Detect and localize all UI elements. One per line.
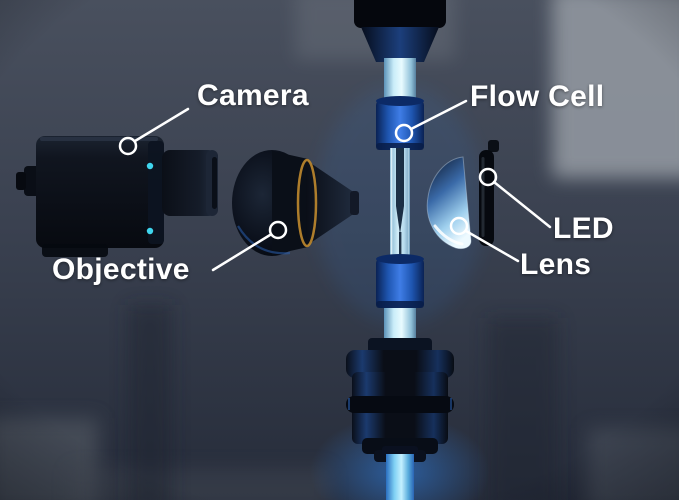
label-camera: Camera (197, 79, 309, 112)
label-lens: Lens (520, 248, 592, 281)
label-led: LED (553, 212, 614, 245)
label-flow-cell: Flow Cell (470, 80, 605, 113)
label-objective: Objective (52, 253, 190, 286)
